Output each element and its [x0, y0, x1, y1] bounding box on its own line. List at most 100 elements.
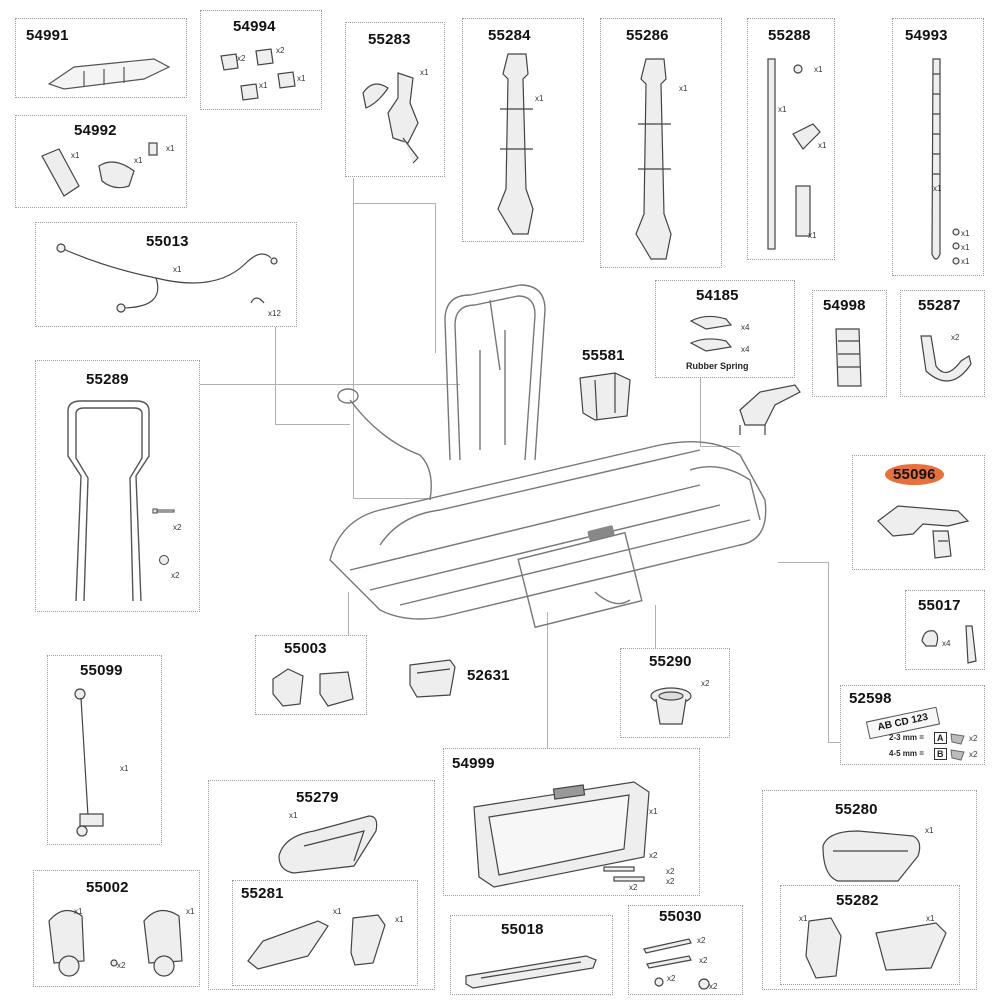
part-54998-box[interactable]: 54998 [812, 290, 887, 397]
quantity-label: x1 [933, 184, 942, 193]
part-52598-box[interactable]: 52598 AB CD 123 2-3 mm = A x2 4-5 mm = B… [840, 685, 985, 765]
clip-and-screw-icon [921, 625, 977, 664]
part-55288-box[interactable]: 55288 x1 x1 x1 x1 [747, 18, 835, 260]
quantity-label: x4 [741, 323, 750, 332]
part-54185-box[interactable]: 54185 x4 x4 Rubber Spring [655, 280, 795, 378]
support-block-icon [579, 372, 631, 421]
part-number: 55281 [241, 885, 284, 902]
part-55286-box[interactable]: 55286 x1 [600, 18, 722, 268]
leader-line [778, 562, 828, 563]
part-number: 55286 [626, 27, 669, 44]
part-55096-box[interactable]: 55096 [852, 455, 985, 570]
guide-rail-icon [465, 955, 597, 989]
leader-line [275, 316, 276, 424]
clamp-lever-icon [739, 384, 801, 435]
part-55284-box[interactable]: 55284 x1 [462, 18, 584, 242]
screw-set-icon [643, 938, 710, 990]
leader-line [828, 742, 840, 743]
quantity-label: x1 [961, 257, 970, 266]
quantity-label: x1 [173, 265, 182, 274]
part-number: 55099 [80, 662, 123, 679]
leader-line [828, 562, 829, 742]
part-number: 55283 [368, 31, 411, 48]
quantity-label: x1 [649, 807, 658, 816]
part-number: 54992 [74, 122, 117, 139]
quantity-label: x1 [420, 68, 429, 77]
nut-icon [159, 555, 169, 565]
part-55281-box[interactable]: 55281 x1 x1 [232, 880, 418, 986]
light-lens-icon [247, 920, 329, 970]
quantity-label: x2 [969, 734, 978, 743]
tail-light-bracket-icon [877, 505, 970, 559]
part-54994-box[interactable]: 54994 x2 x2 x1 x1 [200, 10, 322, 110]
quantity-label: x2 [171, 571, 180, 580]
quantity-label: x1 [71, 151, 80, 160]
quantity-label: x2 [667, 974, 676, 983]
quantity-label: x1 [814, 65, 823, 74]
quantity-label: x1 [289, 811, 298, 820]
tail-light-cover-icon [278, 815, 378, 874]
quantity-label: x1 [333, 907, 342, 916]
quantity-label: x1 [74, 907, 83, 916]
quantity-label: x2 [951, 333, 960, 342]
quantity-label: x1 [961, 243, 970, 252]
leader-line [348, 592, 349, 636]
part-55290-box[interactable]: 55290 x2 [620, 648, 730, 738]
quantity-label: x1 [186, 907, 195, 916]
wheel-housing-icon [48, 910, 183, 977]
wheel-strap-icon [920, 335, 972, 382]
quantity-label: x2 [666, 867, 675, 876]
bolt-icon [152, 508, 175, 514]
part-55099-box[interactable]: 55099 x1 [47, 655, 162, 845]
light-lens-icon [875, 922, 947, 971]
part-55018-box[interactable]: 55018 [450, 915, 613, 995]
part-54999-box[interactable]: 54999 x1 x2 x2 x2 x2 [443, 748, 700, 896]
letter-b-box: B [934, 748, 947, 760]
mounting-bracket-icon [272, 668, 354, 707]
quantity-label: x1 [166, 144, 175, 153]
part-55289-box[interactable]: 55289 x2 x2 [35, 360, 200, 612]
part-number: 55017 [918, 597, 961, 614]
part-55283-box[interactable]: 55283 x1 [345, 22, 445, 177]
quantity-label: x1 [818, 141, 827, 150]
part-55013-box[interactable]: 55013 x1 x12 [35, 222, 297, 327]
part-55581-number[interactable]: 55581 [582, 347, 625, 364]
part-55030-box[interactable]: 55030 x2 x2 x2 x2 [628, 905, 743, 995]
part-55002-box[interactable]: 55002 x1 x1 x2 [33, 870, 200, 987]
part-54991-box[interactable]: 54991 [15, 18, 187, 98]
part-number: 55013 [146, 233, 189, 250]
quantity-label: x1 [395, 915, 404, 924]
quantity-label: x1 [926, 914, 935, 923]
quantity-label: x1 [778, 105, 787, 114]
frame-holder-icon [362, 72, 419, 164]
part-55282-box[interactable]: 55282 x1 x1 [780, 885, 960, 985]
part-55287-box[interactable]: 55287 x2 [900, 290, 985, 397]
part-number: 55030 [659, 908, 702, 925]
spacer-icon [950, 733, 965, 761]
part-number: 52598 [849, 690, 892, 707]
part-55003-box[interactable]: 55003 [255, 635, 367, 715]
part-number: 55290 [649, 653, 692, 670]
tail-light-cover-icon [822, 830, 921, 882]
part-52631-number[interactable]: 52631 [467, 667, 510, 684]
quantity-label: x2 [117, 961, 126, 970]
rubber-pad-icon [835, 328, 862, 387]
part-number: 55002 [86, 879, 129, 896]
plate-holder-icon [473, 781, 650, 888]
part-54993-box[interactable]: 54993 x1 x1 x1 x1 [892, 18, 984, 276]
part-number-highlighted: 55096 [885, 464, 944, 485]
quantity-label: x2 [697, 936, 706, 945]
end-cap-icon [47, 58, 171, 90]
quantity-label: x1 [961, 229, 970, 238]
leader-line [200, 384, 460, 385]
quantity-label: x2 [699, 956, 708, 965]
part-number: 55280 [835, 801, 878, 818]
part-number: 54993 [905, 27, 948, 44]
part-54992-box[interactable]: 54992 x1 x1 x1 [15, 115, 187, 208]
quantity-label: x1 [134, 156, 143, 165]
leader-line [700, 378, 701, 446]
quantity-label: x1 [259, 81, 268, 90]
part-55017-box[interactable]: 55017 x4 [905, 590, 985, 670]
frame-arch-icon [67, 400, 150, 602]
part-number: 54998 [823, 297, 866, 314]
